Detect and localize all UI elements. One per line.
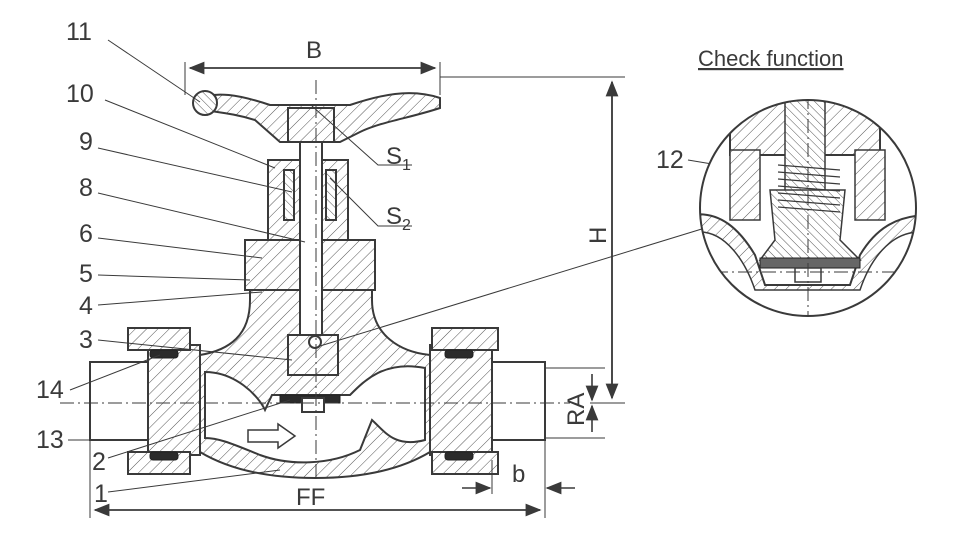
left-union-nut [147, 344, 201, 456]
part-number-9: 9 [79, 128, 93, 156]
dimension-B [184, 61, 441, 95]
part-number-8: 8 [79, 174, 93, 202]
right-union-nut [429, 344, 493, 456]
part-number-2: 2 [92, 448, 106, 476]
svg-text:1: 1 [402, 157, 411, 174]
dimension-H [440, 76, 625, 404]
dim-label-b: b [512, 461, 525, 488]
part-number-12: 12 [656, 146, 684, 174]
left-pipe-end [89, 361, 149, 441]
svg-text:S: S [386, 203, 402, 230]
dim-label-S1: S 1 [386, 143, 411, 174]
part-number-3: 3 [79, 326, 93, 354]
valve-body [60, 80, 570, 480]
leader-lines [68, 39, 779, 493]
svg-text:2: 2 [402, 217, 411, 234]
dimension-RA [545, 367, 605, 439]
dim-label-B: B [306, 37, 322, 64]
check-function-detail [699, 99, 917, 317]
svg-text:S: S [386, 143, 402, 170]
part-number-11: 11 [66, 18, 92, 46]
right-pipe-end [489, 361, 546, 441]
right-arrow-icon [247, 422, 297, 450]
part-number-13: 13 [36, 426, 64, 454]
dim-label-H: H [585, 227, 612, 244]
part-number-10: 10 [66, 80, 94, 108]
part-number-4: 4 [79, 292, 93, 320]
detail-title: Check function [698, 46, 844, 71]
part-number-5: 5 [79, 260, 93, 288]
part-number-14: 14 [36, 376, 64, 404]
dimension-b [462, 460, 575, 495]
dim-label-RA: RA [563, 393, 590, 426]
stem [299, 119, 323, 351]
part-number-1: 1 [94, 480, 108, 508]
dim-label-S2: S 2 [386, 203, 411, 234]
dimension-FF [89, 440, 546, 518]
dim-label-FF: FF [296, 484, 325, 511]
part-number-6: 6 [79, 220, 93, 248]
